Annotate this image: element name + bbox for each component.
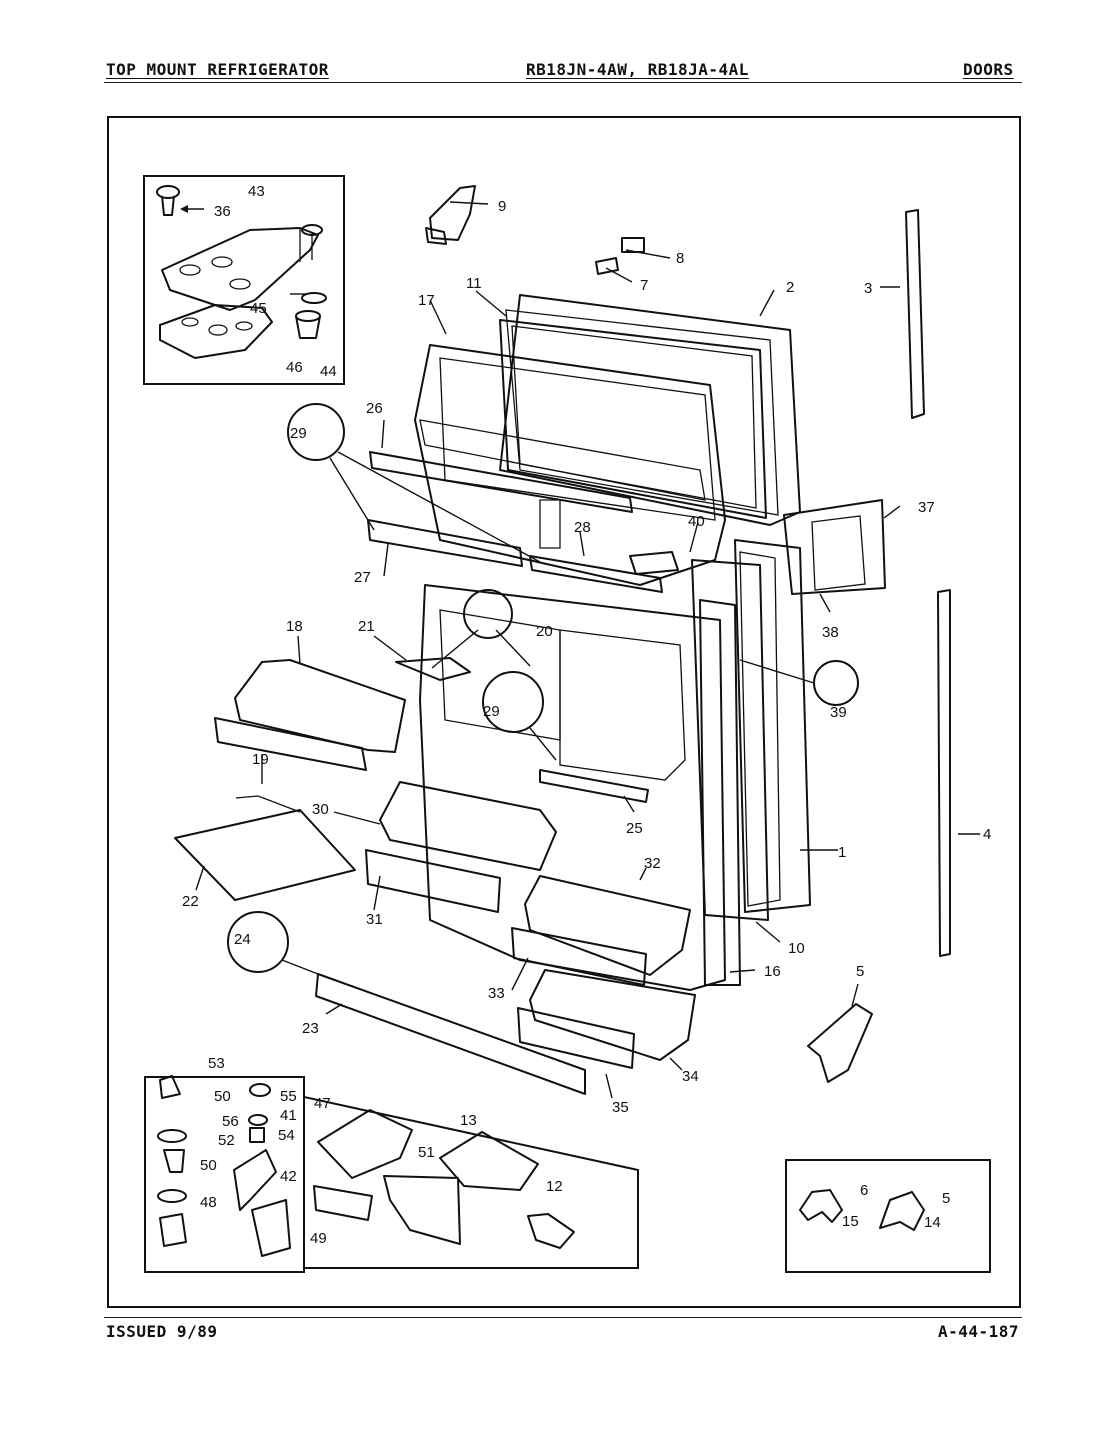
callout-54: 54 [278, 1127, 295, 1144]
header-model-numbers: RB18JN-4AW, RB18JA-4AL [526, 60, 749, 79]
top-hinge-drawing [156, 185, 327, 359]
part-37-drawing [783, 499, 886, 595]
callout-9: 9 [498, 198, 506, 215]
callout-16: 16 [764, 963, 781, 980]
callout-31: 31 [366, 911, 383, 928]
callout-2: 2 [786, 279, 794, 296]
callout-56: 56 [222, 1113, 239, 1130]
callout-50-lower: 50 [200, 1157, 217, 1174]
callout-55: 55 [280, 1088, 297, 1105]
callout-19: 19 [252, 751, 269, 768]
part-7-drawing [595, 257, 619, 275]
callout-1: 1 [838, 844, 846, 861]
callout-50-top: 50 [214, 1088, 231, 1105]
inset-bottom-hinge [144, 1076, 639, 1273]
callout-6: 6 [860, 1182, 868, 1199]
callout-53: 53 [208, 1055, 225, 1072]
part-5-drawing [807, 1003, 873, 1083]
callout-7: 7 [640, 277, 648, 294]
detail-circle-29-lower [482, 671, 544, 733]
detail-circle-29-top [287, 403, 345, 461]
callout-29-lower: 29 [483, 703, 500, 720]
callout-17: 17 [418, 292, 435, 309]
callout-42: 42 [280, 1168, 297, 1185]
bottom-hinge-drawing [157, 1075, 575, 1257]
callout-13: 13 [460, 1112, 477, 1129]
callout-leaders [180, 201, 980, 1099]
bottom-right-drawing [799, 1189, 925, 1231]
callout-22: 22 [182, 893, 199, 910]
callout-21: 21 [358, 618, 375, 635]
callout-44: 44 [320, 363, 337, 380]
callout-15: 15 [842, 1213, 859, 1230]
footer-rule [104, 1317, 1022, 1318]
callout-32: 32 [644, 855, 661, 872]
callout-20: 20 [536, 623, 553, 640]
callout-36: 36 [214, 203, 231, 220]
callout-26: 26 [366, 400, 383, 417]
callout-39: 39 [830, 704, 847, 721]
fresh-food-door-drawing [174, 539, 811, 1095]
callout-49: 49 [310, 1230, 327, 1247]
callout-43: 43 [248, 183, 265, 200]
detail-circle-39 [813, 660, 859, 706]
callout-labels: 1 2 3 4 5 5 6 7 8 9 10 11 12 13 14 15 16… [182, 183, 991, 1247]
callout-33: 33 [488, 985, 505, 1002]
callout-37: 37 [918, 499, 935, 516]
callout-3: 3 [864, 280, 872, 297]
callout-24: 24 [234, 931, 251, 948]
footer-page-code: A-44-187 [938, 1322, 1020, 1341]
header-section-name: DOORS [963, 60, 1014, 79]
inset-top-hinge [143, 175, 345, 385]
header-title-left: TOP MOUNT REFRIGERATOR [106, 60, 329, 79]
footer-issue-date: ISSUED 9/89 [106, 1322, 218, 1341]
callout-48: 48 [200, 1194, 217, 1211]
detail-circle-20 [463, 589, 513, 639]
part-9-drawing [425, 185, 476, 245]
callout-8: 8 [676, 250, 684, 267]
callout-41: 41 [280, 1107, 297, 1124]
part-4-drawing [937, 589, 951, 957]
part-8-drawing [621, 237, 645, 253]
callout-5: 5 [856, 963, 864, 980]
callout-34: 34 [682, 1068, 699, 1085]
callout-5-inset: 5 [942, 1190, 950, 1207]
callout-35: 35 [612, 1099, 629, 1116]
callout-29-top: 29 [290, 425, 307, 442]
diagram-frame [107, 116, 1021, 1308]
callout-14: 14 [924, 1214, 941, 1231]
callout-52: 52 [218, 1132, 235, 1149]
callout-18: 18 [286, 618, 303, 635]
callout-11: 11 [466, 275, 482, 292]
callout-30: 30 [312, 801, 329, 818]
callout-12: 12 [546, 1178, 563, 1195]
header-rule [104, 82, 1022, 83]
callout-38: 38 [822, 624, 839, 641]
callout-25: 25 [626, 820, 643, 837]
callout-4: 4 [983, 826, 991, 843]
part-3-drawing [905, 209, 925, 419]
callout-23: 23 [302, 1020, 319, 1037]
callout-28: 28 [574, 519, 591, 536]
callout-40: 40 [688, 513, 705, 530]
callout-27: 27 [354, 569, 371, 586]
callout-45: 45 [250, 300, 267, 317]
inset-bottom-right [785, 1159, 991, 1273]
callout-10: 10 [788, 940, 805, 957]
callout-46: 46 [286, 359, 303, 376]
detail-circle-24 [227, 911, 289, 973]
callout-51: 51 [418, 1144, 435, 1161]
callout-47: 47 [314, 1095, 331, 1112]
